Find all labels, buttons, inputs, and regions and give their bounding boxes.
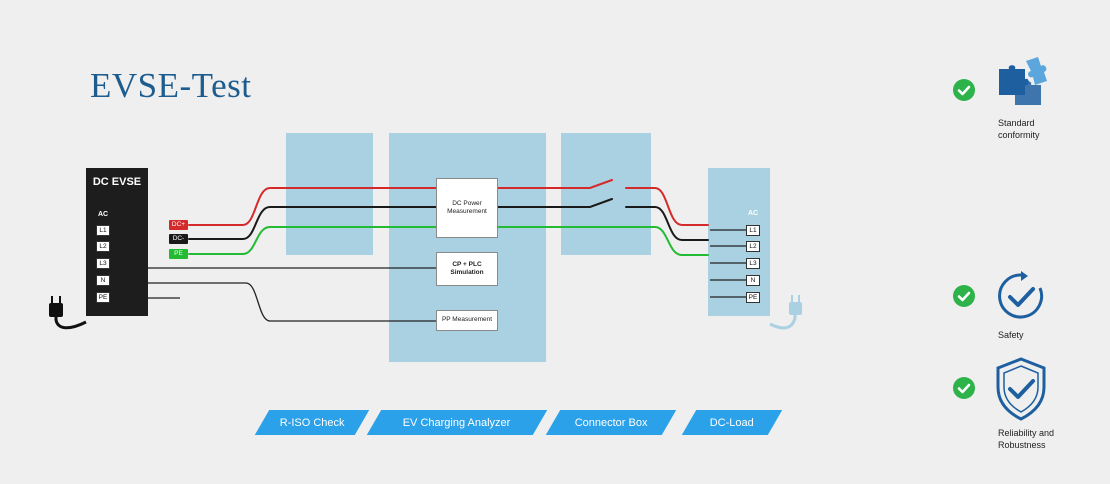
safety-cycle-icon <box>995 270 1047 322</box>
puzzle-icon <box>996 55 1052 110</box>
banner-label: DC-Load <box>709 416 755 429</box>
cp-plc-simulation-box: CP + PLC Simulation <box>436 252 498 286</box>
load-port-l1: L1 <box>746 225 760 236</box>
dc-plus-wire <box>188 179 709 226</box>
dc-minus-tag: DC- <box>169 234 188 244</box>
feature-label-reliability-and-robustness: Reliability and Robustness <box>998 428 1055 450</box>
load-port-l2: L2 <box>746 241 760 252</box>
pe-tag: PE <box>169 249 188 259</box>
pp-measurement-box: PP Measurement <box>436 310 498 331</box>
r-iso-check-block <box>286 133 373 255</box>
page-title: EVSE-Test <box>90 66 252 105</box>
check-icon <box>953 285 975 307</box>
dc-power-measurement-box: DC Power Measurement <box>436 178 498 238</box>
evse-port-n: N <box>96 275 110 286</box>
evse-port-l3: L3 <box>96 258 110 269</box>
dc-minus-wire <box>188 198 709 241</box>
dc-plus-tag: DC+ <box>169 220 188 230</box>
evse-plug-icon <box>49 296 87 330</box>
evse-port-pe: PE <box>96 292 110 303</box>
dc-load-plug-icon <box>769 295 802 330</box>
evse-port-l2: L2 <box>96 241 110 252</box>
banner-ev-charging-analyzer: EV Charging Analyzer <box>366 410 548 435</box>
banner-label: R-ISO Check <box>279 416 345 429</box>
banner-dc-load: DC-Load <box>681 410 783 435</box>
feature-label-safety: Safety <box>998 330 1024 340</box>
feature-label-standard-conformity: Standard conformity <box>998 118 1040 140</box>
n-wire <box>148 282 436 322</box>
check-icon <box>953 377 975 399</box>
banner-label: Connector Box <box>574 416 648 429</box>
dc-load-ac-label: AC <box>748 210 759 217</box>
shield-check-icon <box>995 357 1047 422</box>
dc-evse-ac-label: AC <box>98 211 109 218</box>
dc-evse-title: DC EVSE <box>92 176 142 188</box>
evse-port-l1: L1 <box>96 225 110 236</box>
load-port-pe: PE <box>746 292 760 303</box>
load-port-l3: L3 <box>746 258 760 269</box>
load-port-n: N <box>746 275 760 286</box>
check-icon <box>953 79 975 101</box>
banner-r-iso-check: R-ISO Check <box>254 410 370 435</box>
connector-box-block <box>561 133 651 255</box>
banner-connector-box: Connector Box <box>545 410 677 435</box>
banner-label: EV Charging Analyzer <box>403 416 511 429</box>
